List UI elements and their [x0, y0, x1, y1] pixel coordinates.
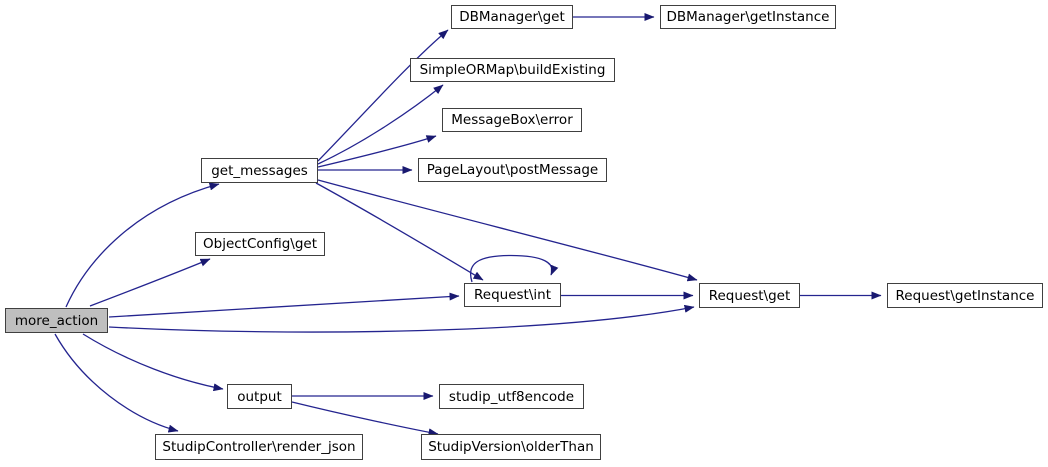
- node-output[interactable]: output: [227, 384, 292, 409]
- node-request-int[interactable]: Request\int: [464, 283, 561, 307]
- node-simpleormap-buildexisting[interactable]: SimpleORMap\buildExisting: [410, 58, 615, 82]
- node-request-getinstance[interactable]: Request\getInstance: [887, 283, 1043, 308]
- edge-more_action-output: [82, 333, 224, 392]
- node-studipversion-olderthan[interactable]: StudipVersion\olderThan: [421, 434, 601, 460]
- node-dbmanager-get[interactable]: DBManager\get: [451, 5, 573, 29]
- edge-more_action-request-int: [108, 292, 460, 318]
- node-pagelayout-postmessage[interactable]: PageLayout\postMessage: [418, 158, 607, 182]
- node-objectconfig-get[interactable]: ObjectConfig\get: [195, 232, 325, 256]
- node-more_action[interactable]: more_action: [5, 308, 108, 333]
- node-get_messages[interactable]: get_messages: [201, 158, 318, 183]
- edge-more_action-studipcontroller-render_json: [54, 333, 179, 433]
- edge-request-int-self-loop: [470, 254, 559, 283]
- edge-get_messages-request-int: [315, 182, 484, 281]
- edge-more_action-objectconfig-get: [89, 258, 211, 307]
- edge-get_messages-simpleormap-buildexisting: [317, 84, 444, 165]
- edge-output-studipversion-olderthan: [291, 401, 439, 437]
- edge-get_messages-messagebox-error: [317, 135, 437, 168]
- edge-get_messages-dbmanager-get: [317, 29, 449, 162]
- node-request-get[interactable]: Request\get: [699, 283, 800, 308]
- node-messagebox-error[interactable]: MessageBox\error: [442, 108, 582, 132]
- node-studipcontroller-render_json[interactable]: StudipController\render_json: [155, 434, 363, 460]
- node-dbmanager-getinstance[interactable]: DBManager\getInstance: [660, 5, 836, 29]
- edge-more_action-get_messages: [65, 182, 220, 308]
- node-studip_utf8encode[interactable]: studip_utf8encode: [439, 384, 584, 409]
- edge-more_action-request-get: [108, 304, 695, 333]
- edge-get_messages-request-get: [317, 179, 698, 282]
